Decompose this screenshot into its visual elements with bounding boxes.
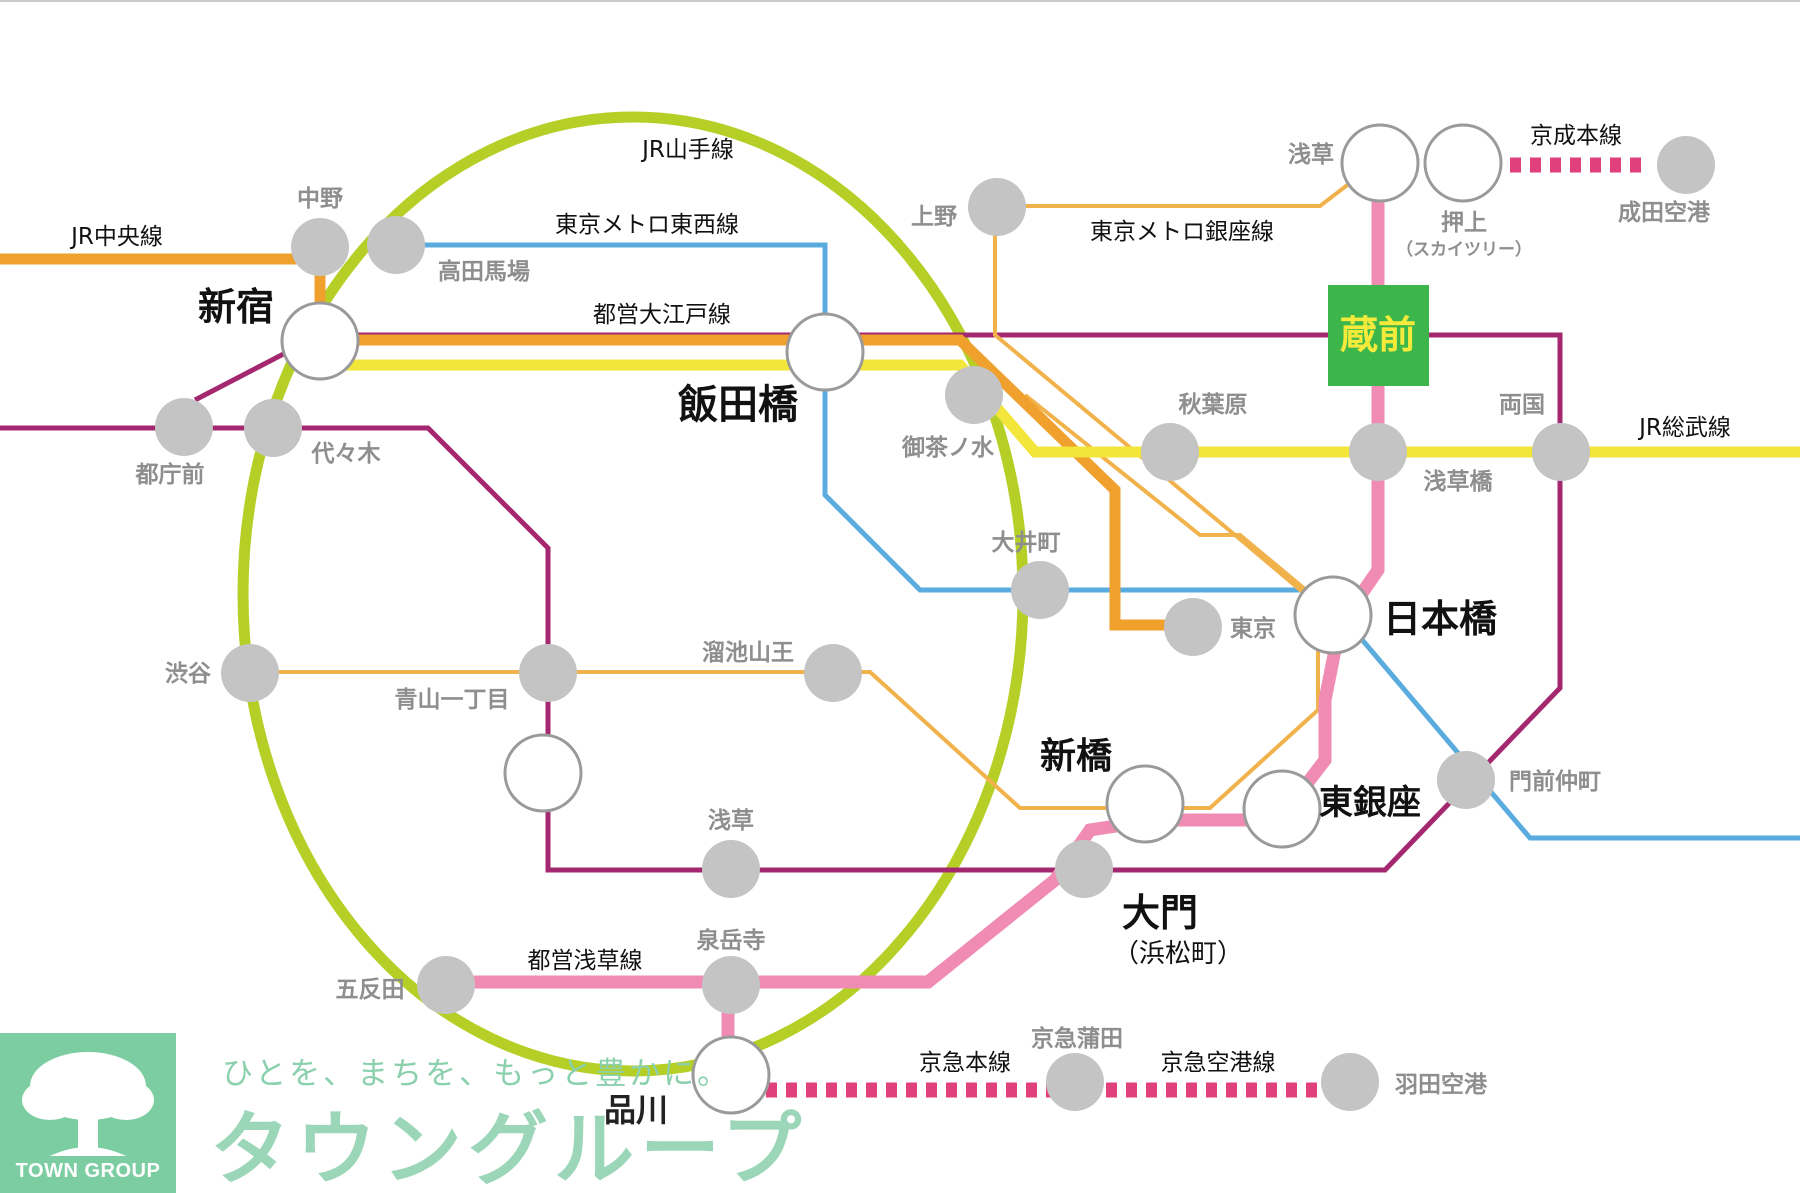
station-narita-marker[interactable] bbox=[1657, 136, 1715, 194]
station-nihonbashi-label: 日本橋 bbox=[1383, 596, 1497, 641]
station-ueno-marker[interactable] bbox=[968, 178, 1026, 236]
station-iidabashi-marker[interactable] bbox=[785, 312, 865, 392]
station-daimon-sub-label: （浜松町） bbox=[1113, 939, 1243, 969]
station-akihabara-label: 秋葉原 bbox=[1179, 391, 1248, 418]
station-asakusa-sw-label: 浅草 bbox=[708, 807, 754, 834]
station-ochanomizu-label: 御茶ノ水 bbox=[901, 434, 995, 461]
station-tameike-label: 溜池山王 bbox=[702, 639, 794, 666]
label-sobu: JR総武線 bbox=[1637, 415, 1731, 441]
station-ueno-label: 上野 bbox=[911, 203, 957, 230]
tagline: ひとを、まちを、もっと豊かに。 bbox=[222, 1056, 732, 1092]
tree-icon bbox=[22, 1052, 154, 1156]
station-nakano-marker[interactable] bbox=[291, 218, 349, 276]
station-oshiage-sub-label: （スカイツリー） bbox=[1396, 239, 1532, 260]
hub-markers bbox=[280, 123, 1503, 1115]
label-yamanote: JR山手線 bbox=[640, 137, 734, 163]
station-akihabara-marker[interactable] bbox=[1141, 423, 1199, 481]
station-tameike-marker[interactable] bbox=[804, 644, 862, 702]
station-markers bbox=[155, 136, 1715, 1111]
station-shinagawa-label: 品川 bbox=[604, 1091, 668, 1129]
station-daimon-marker[interactable] bbox=[1055, 840, 1113, 898]
station-shinbashi-label: 新橋 bbox=[1040, 735, 1112, 777]
label-tozai: 東京メトロ東西線 bbox=[555, 212, 739, 238]
station-narita-label: 成田空港 bbox=[1618, 199, 1711, 226]
station-shinjuku-label: 新宿 bbox=[198, 284, 274, 329]
station-asakusa-sw-marker[interactable] bbox=[702, 840, 760, 898]
station-shinbashi-marker[interactable] bbox=[1105, 764, 1185, 844]
station-shinagawa-marker[interactable] bbox=[691, 1035, 771, 1115]
station-yoyogi-label: 代々木 bbox=[311, 440, 381, 467]
station-higashiginza-marker[interactable] bbox=[1242, 769, 1322, 849]
station-daimon-label: 大門 bbox=[1122, 890, 1198, 935]
station-sengakuji-label: 泉岳寺 bbox=[697, 927, 766, 954]
station-oshiage-marker[interactable] bbox=[1423, 123, 1503, 203]
label-ginza: 東京メトロ銀座線 bbox=[1090, 219, 1274, 245]
line-yamanote bbox=[237, 111, 1029, 1077]
station-aoyama-label: 青山一丁目 bbox=[395, 686, 510, 713]
station-nihonbashi-marker[interactable] bbox=[1293, 575, 1373, 655]
station-monzen-label: 門前仲町 bbox=[1509, 768, 1601, 795]
station-monzen-marker[interactable] bbox=[1437, 751, 1495, 809]
station-takadanobaba-label: 高田馬場 bbox=[438, 258, 530, 285]
station-gotanda-marker[interactable] bbox=[417, 956, 475, 1014]
kuramae-box[interactable] bbox=[1328, 285, 1429, 386]
station-shibuya-marker[interactable] bbox=[221, 644, 279, 702]
label-oedo: 都営大江戸線 bbox=[593, 302, 731, 328]
label-keikyu-airport: 京急空港線 bbox=[1161, 1050, 1276, 1076]
line-tozai bbox=[395, 242, 1800, 841]
label-chuo: JR中央線 bbox=[69, 224, 163, 250]
station-ryogoku-label: 両国 bbox=[1499, 391, 1545, 418]
station-tochomae-marker[interactable] bbox=[155, 398, 213, 456]
label-keisei: 京成本線 bbox=[1530, 123, 1622, 149]
line-ginza-main bbox=[270, 393, 1320, 810]
station-asakusa-ne-marker[interactable] bbox=[1340, 123, 1420, 203]
station-asakusa-ne-label: 浅草 bbox=[1288, 141, 1334, 168]
town-group-logo: TOWN GROUP bbox=[0, 1033, 176, 1193]
station-iidabashi-label: 飯田橋 bbox=[678, 381, 798, 428]
station-tokyo-marker[interactable] bbox=[1164, 598, 1222, 656]
station-tokyo-label: 東京 bbox=[1230, 615, 1276, 642]
station-gotanda-label: 五反田 bbox=[336, 976, 405, 1003]
station-sengakuji-marker[interactable] bbox=[702, 956, 760, 1014]
station-ooimachi-label: 大井町 bbox=[992, 529, 1061, 556]
brand-name: タウングループ bbox=[210, 1103, 808, 1193]
station-shinjuku-marker[interactable] bbox=[280, 301, 360, 381]
station-kamata-marker[interactable] bbox=[1046, 1053, 1104, 1111]
station-unnamed-marker[interactable] bbox=[503, 733, 583, 813]
station-ochanomizu-marker[interactable] bbox=[945, 366, 1003, 424]
station-asakusabashi-marker[interactable] bbox=[1349, 423, 1407, 481]
station-kuramae-label: 蔵前 bbox=[1340, 312, 1416, 357]
station-kamata-label: 京急蒲田 bbox=[1031, 1025, 1123, 1052]
station-tochomae-label: 都庁前 bbox=[135, 461, 205, 488]
logo-text: TOWN GROUP bbox=[15, 1160, 161, 1182]
station-higashiginza-label: 東銀座 bbox=[1319, 783, 1421, 823]
station-haneda-label: 羽田空港 bbox=[1395, 1071, 1488, 1098]
station-ooimachi-marker[interactable] bbox=[1011, 561, 1069, 619]
station-ryogoku-marker[interactable] bbox=[1532, 423, 1590, 481]
station-asakusabashi-label: 浅草橋 bbox=[1424, 468, 1494, 495]
station-nakano-label: 中野 bbox=[297, 185, 343, 212]
station-shibuya-label: 渋谷 bbox=[165, 660, 212, 687]
label-asakusa: 都営浅草線 bbox=[528, 948, 643, 974]
station-oshiage-label: 押上 bbox=[1441, 209, 1487, 236]
station-takadanobaba-marker[interactable] bbox=[367, 216, 425, 274]
label-keikyu-main: 京急本線 bbox=[919, 1050, 1011, 1076]
line-asakusa bbox=[448, 165, 1385, 989]
station-yoyogi-marker[interactable] bbox=[244, 399, 302, 457]
station-haneda-marker[interactable] bbox=[1321, 1053, 1379, 1111]
station-aoyama-marker[interactable] bbox=[519, 644, 577, 702]
